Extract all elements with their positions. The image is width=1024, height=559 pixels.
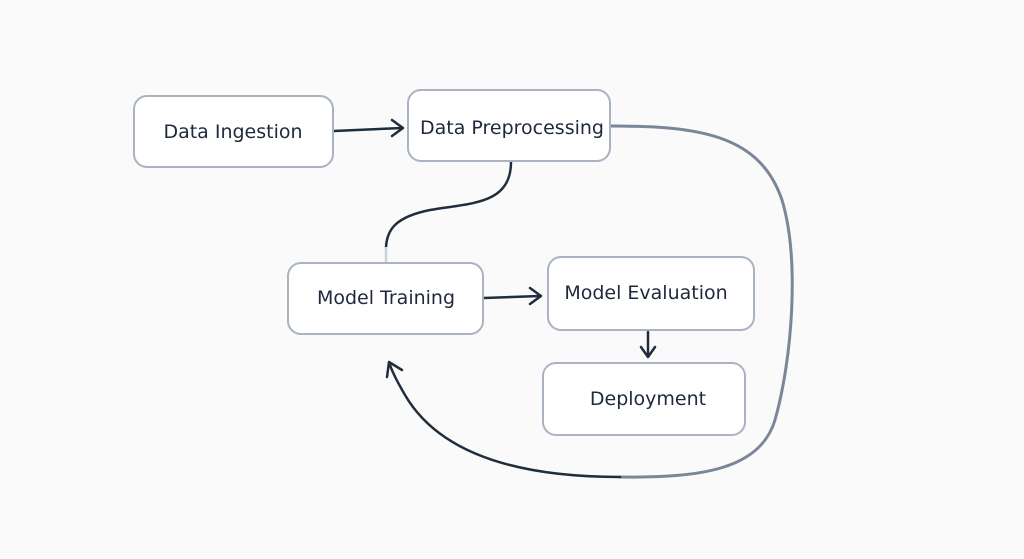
edge-feedback-grey [609, 124, 794, 479]
node-box [547, 256, 755, 331]
node-box [542, 362, 746, 436]
node-box [133, 95, 334, 168]
arrowhead-ingestion-to-preprocessing [390, 118, 405, 138]
edges [332, 118, 794, 479]
node-label: Deployment [590, 388, 706, 410]
node-label: Model Training [317, 287, 455, 309]
node-deployment: Deployment [542, 362, 746, 436]
node-box [407, 89, 611, 162]
node-data-ingestion: Data Ingestion [133, 95, 334, 168]
node-data-preprocessing: Data Preprocessing [407, 89, 611, 162]
node-model-evaluation: Model Evaluation [547, 256, 755, 331]
edge-feedback-dark [388, 363, 622, 479]
node-label: Data Preprocessing [420, 117, 604, 139]
edge-ingestion-to-preprocessing [332, 126, 404, 133]
node-model-training: Model Training [287, 262, 484, 335]
arrowhead-feedback [385, 360, 404, 379]
edge-preprocessing-to-training [384, 160, 513, 249]
edge-training-to-evaluation [482, 294, 542, 300]
arrowhead-evaluation-to-deployment [639, 345, 657, 359]
node-box [287, 262, 484, 335]
node-label: Data Ingestion [163, 121, 302, 143]
arrowhead-training-to-evaluation [528, 286, 543, 306]
node-label: Model Evaluation [564, 282, 727, 304]
